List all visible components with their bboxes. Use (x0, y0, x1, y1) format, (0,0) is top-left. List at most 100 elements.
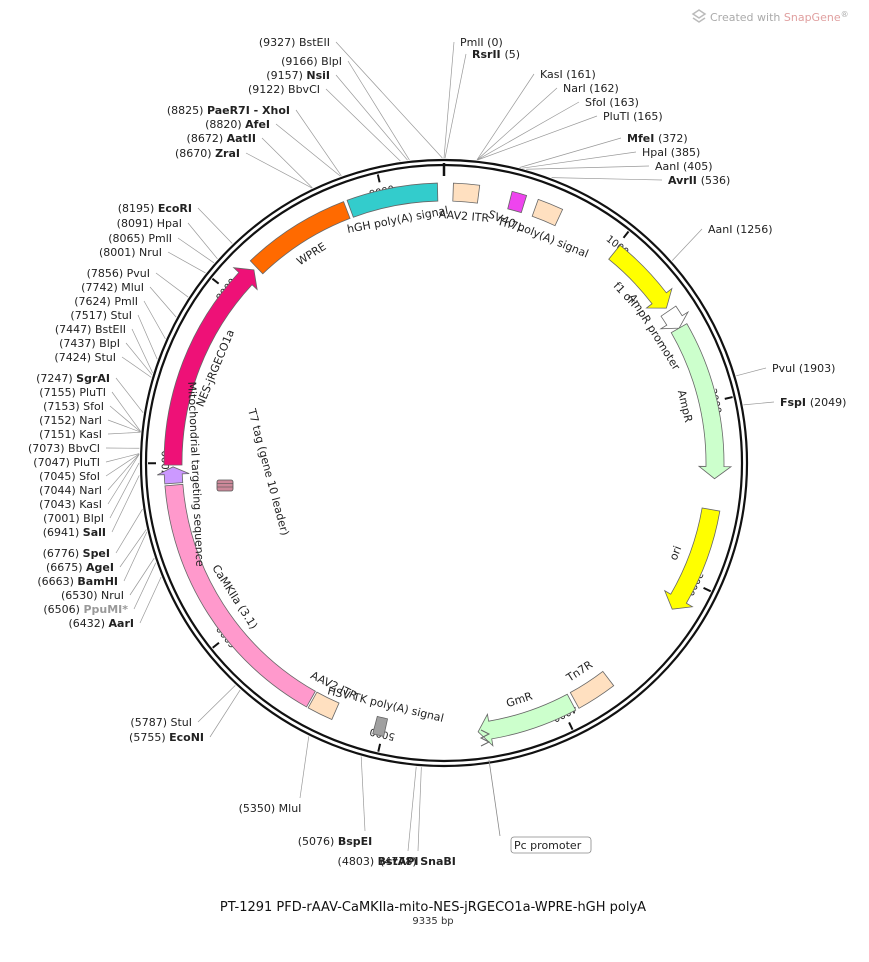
site-leader-line (295, 109, 342, 176)
site-leader-line (519, 137, 622, 168)
feature-label: ori (667, 544, 684, 562)
t7-tag-marker (216, 479, 234, 492)
restriction-site-label: PmlI (0) (460, 36, 503, 49)
restriction-site-label: NarI (162) (563, 82, 619, 95)
restriction-site-label: (9122) BbvCI (248, 83, 320, 96)
restriction-site-label: (7856) PvuI (87, 267, 150, 280)
restriction-site-label: AanI (1256) (708, 223, 773, 236)
tick-mark (212, 641, 220, 649)
restriction-site-label: (8670) ZraI (175, 147, 240, 160)
feature-hgh-poly-a-signal (346, 182, 439, 218)
restriction-site-label: FspI (2049) (780, 396, 846, 409)
plasmid-title: PT-1291 PFD-rAAV-CaMKIIa-mito-NES-jRGECO… (220, 900, 646, 915)
site-leader-line (335, 74, 408, 161)
site-leader-line (129, 557, 155, 596)
restriction-site-label: (5350) MluI (239, 802, 302, 815)
site-leader-line (522, 151, 637, 169)
restriction-site-label: (7043) KasI (39, 498, 102, 511)
restriction-site-label: (4778) SnaBI (380, 855, 456, 868)
site-leader-line (137, 314, 158, 360)
restriction-site-label: (7742) MluI (81, 281, 144, 294)
restriction-site-label: (5755) EcoNI (129, 731, 204, 744)
site-leader-line (111, 391, 141, 432)
site-leader-line (407, 766, 417, 852)
restriction-site-label: (8825) PaeR7I - XhoI (167, 104, 290, 117)
site-leader-line (131, 328, 153, 374)
watermark-text: Created with SnapGene® (710, 10, 849, 24)
restriction-site-label: (8065) PmlI (108, 232, 172, 245)
site-lines-layer (105, 41, 775, 852)
site-leader-line (209, 689, 241, 738)
restriction-site-label: (7151) KasI (39, 428, 102, 441)
restriction-site-label: (8672) AatII (187, 132, 256, 145)
site-leader-line (444, 53, 467, 159)
site-leader-line (167, 251, 206, 274)
restriction-site-label: PluTI (165) (603, 110, 663, 123)
site-leader-line (443, 41, 455, 159)
site-leader-line (107, 419, 141, 433)
restriction-site-label: (7624) PmlI (74, 295, 138, 308)
restriction-site-label: (6776) SpeI (43, 547, 110, 560)
site-leader-line (476, 87, 558, 161)
feature-hsv-tk-poly-a-signal (372, 715, 389, 737)
restriction-site-label: MfeI (372) (627, 132, 688, 145)
ticks-layer: 100020003000400050006000700080009000 (147, 174, 733, 752)
site-leader-line (477, 115, 598, 161)
tick-mark (724, 396, 733, 400)
tick-mark (377, 743, 382, 752)
site-leader-line (551, 177, 663, 181)
restriction-site-label: (9157) NsiI (266, 69, 330, 82)
restriction-site-label: (7447) BstEII (55, 323, 126, 336)
restriction-site-label: (8001) NruI (99, 246, 162, 259)
restriction-site-label: (7073) BbvCI (28, 442, 100, 455)
plasmid-length: 9335 bp (412, 916, 453, 927)
site-leader-line (149, 286, 177, 318)
restriction-site-label: (7153) SfoI (43, 400, 104, 413)
restriction-site-label: (7152) NarI (39, 414, 102, 427)
site-leader-line (197, 685, 236, 723)
restriction-site-label: RsrII (5) (472, 48, 520, 61)
restriction-site-label: (7155) PluTI (39, 386, 106, 399)
site-leader-line (139, 576, 162, 624)
feature-ori (663, 507, 721, 610)
restriction-site-label: (5787) StuI (130, 716, 192, 729)
restriction-site-label: (9166) BlpI (281, 55, 342, 68)
site-leader-line (111, 475, 140, 533)
site-leader-line (736, 367, 767, 377)
site-leader-line (109, 462, 140, 519)
site-leader-line (115, 377, 144, 413)
site-leader-line (107, 453, 140, 491)
restriction-site-label: (6506) PpuMI* (43, 603, 128, 616)
site-leader-line (107, 454, 140, 505)
snapgene-logo-icon (691, 9, 707, 23)
site-leader-line (245, 152, 313, 189)
backbone-outer-ring (139, 158, 749, 768)
restriction-site-label: (4803) BstAPI (338, 855, 419, 868)
site-leader-line (360, 756, 366, 832)
site-leader-line (109, 405, 141, 433)
restriction-site-label: PvuI (1903) (772, 362, 835, 375)
pc-promoter-label: Pc promoter (514, 839, 582, 852)
tick-mark (703, 586, 712, 593)
restriction-site-label: HpaI (385) (642, 146, 700, 159)
site-leader-line (347, 60, 410, 161)
site-leader-line (125, 342, 153, 376)
restriction-site-label: (7045) SfoI (39, 470, 100, 483)
site-leader-line (671, 228, 703, 261)
site-leader-line (115, 508, 143, 554)
features-layer (157, 182, 733, 747)
restriction-site-label: (6941) SalI (43, 526, 106, 539)
restriction-site-label: (9327) BstEII (259, 36, 330, 49)
site-leader-line (261, 137, 313, 189)
site-leader-line (335, 41, 443, 159)
feature-tn7l (507, 190, 528, 214)
site-leader-line (133, 562, 157, 610)
restriction-site-label: (8091) HpaI (117, 217, 182, 230)
feature-label: AmpR (675, 389, 695, 424)
feature-camkiia-3-1 (164, 483, 316, 708)
t7-tag-label: T7 tag (gene 10 leader) (245, 406, 292, 537)
feature-ampr (670, 323, 733, 480)
pc-promoter: Pc promoter (479, 729, 592, 854)
restriction-site-label: (8195) EcoRI (118, 202, 192, 215)
feature-tn7r (569, 670, 615, 709)
